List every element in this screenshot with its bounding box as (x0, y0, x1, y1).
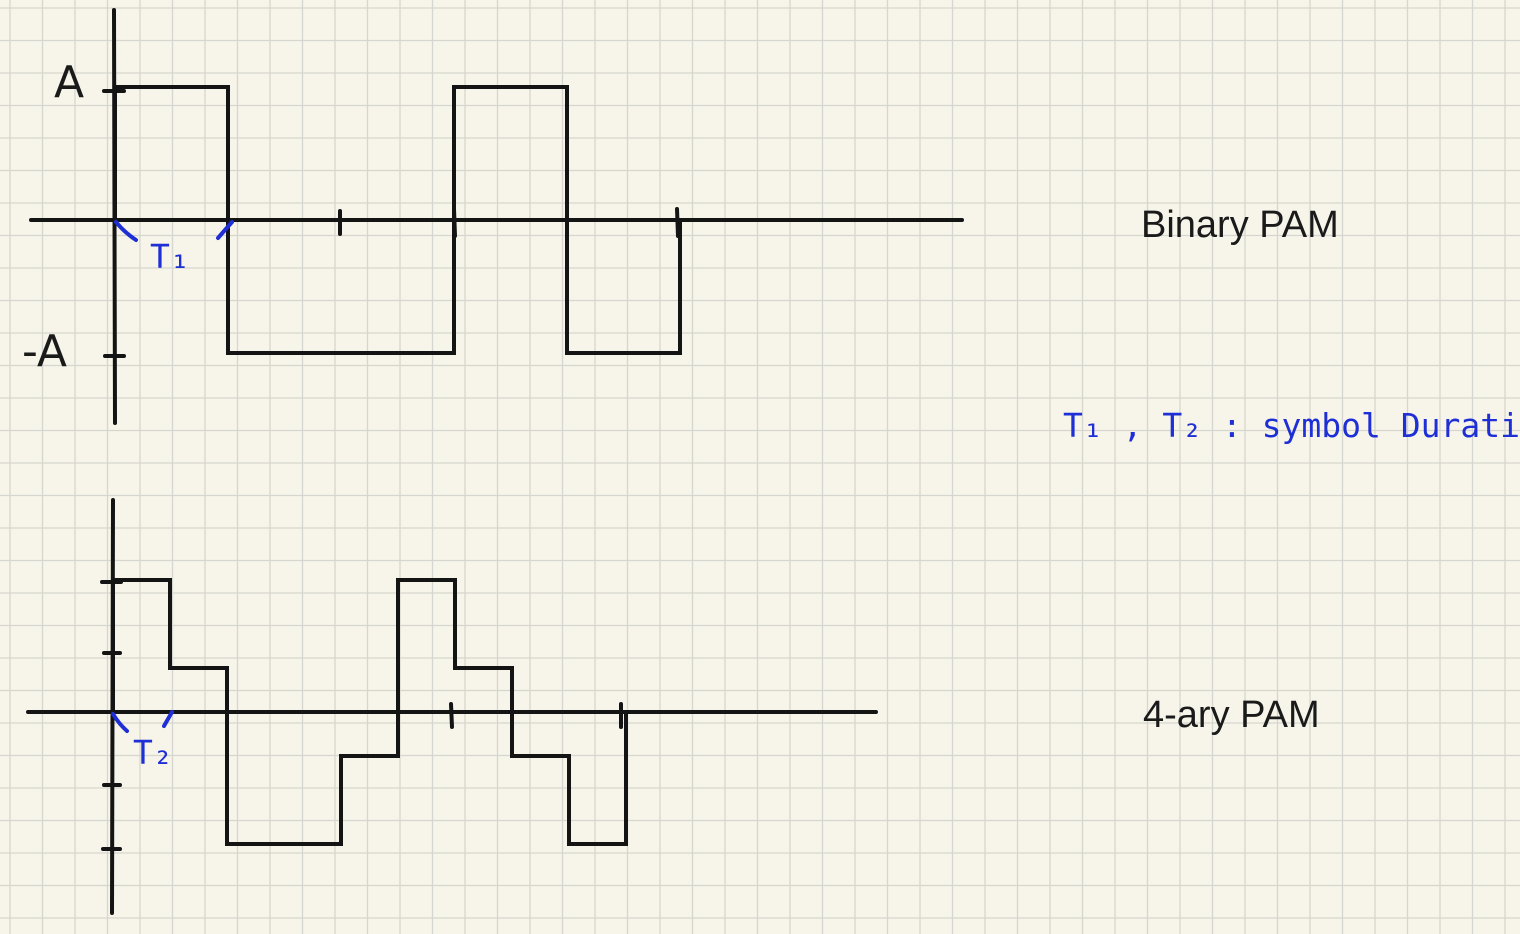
binary-level-minus-A-label: -A (22, 326, 67, 377)
quaternary-pam-waveform (111, 578, 628, 846)
binary-duration-label: T₁ (150, 237, 190, 276)
binary-pam-waveform (113, 85, 682, 355)
t1-left-bracket (114, 220, 138, 242)
binary-pam-label: Binary PAM (1141, 204, 1339, 246)
binary-level-A-label: A (54, 57, 84, 108)
binary-symbol-duration-marker (114, 220, 234, 242)
t2-right-bracket (162, 710, 174, 728)
binary-time-tick (675, 207, 680, 238)
symbol-duration-note: T₁ , T₂ : symbol Duration (1063, 406, 1520, 445)
t1-right-bracket (216, 220, 234, 240)
quaternary-pam-label: 4-ary PAM (1143, 694, 1320, 736)
quaternary-pam-axes (26, 498, 878, 915)
quaternary-time-tick (449, 702, 454, 729)
t2-left-bracket (111, 712, 129, 733)
quaternary-duration-label: T₂ (133, 733, 173, 772)
quaternary-symbol-duration-marker (111, 710, 174, 733)
